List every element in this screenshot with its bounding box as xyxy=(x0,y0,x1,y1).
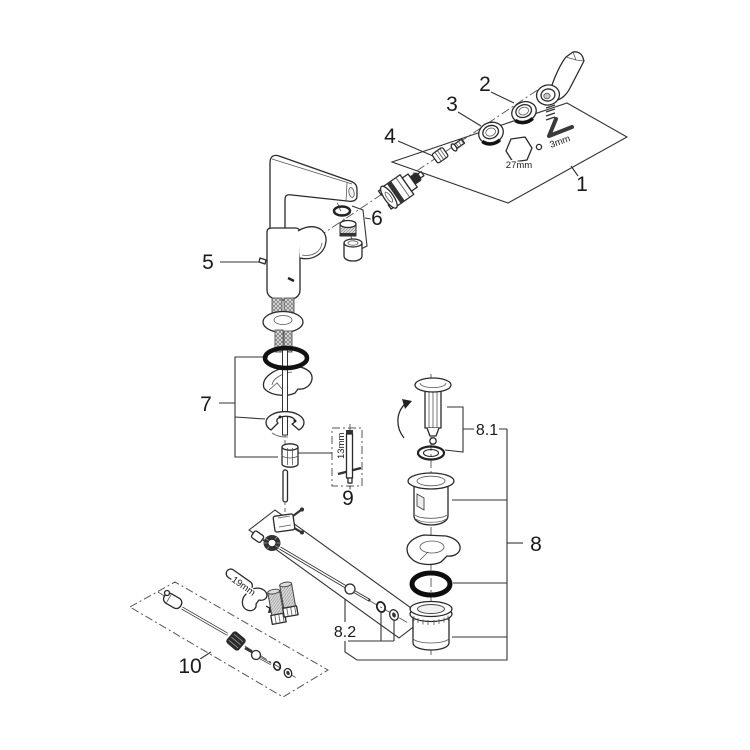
washer-stack xyxy=(226,631,246,651)
handle-lever xyxy=(535,51,585,106)
cartridge-ring-3 xyxy=(478,121,504,146)
hose-wrench xyxy=(225,568,277,613)
socket-tool xyxy=(337,430,362,484)
popup-rod-assembly xyxy=(250,507,400,621)
plug-seal-ring xyxy=(416,445,446,461)
faucet-body xyxy=(258,154,358,301)
aerator-core xyxy=(339,219,357,237)
mounting-kit xyxy=(262,345,313,503)
base-escutcheon xyxy=(262,310,304,334)
callout-4: 4 xyxy=(384,125,396,148)
supply-hoses xyxy=(262,297,304,353)
check-ball xyxy=(535,143,543,151)
drain-wedge xyxy=(406,534,461,566)
fixing-screw xyxy=(450,138,466,152)
group-8-1-bracket xyxy=(444,406,507,453)
callout-6: 6 xyxy=(371,207,383,230)
aerator-sleeve xyxy=(343,238,363,262)
allen-key xyxy=(547,117,574,138)
tool-size-27mm: 27mm xyxy=(506,160,532,171)
group-8-bracket xyxy=(344,429,523,661)
temp-marker xyxy=(287,276,295,283)
hex-nut-27mm xyxy=(505,136,533,163)
service-rod-set xyxy=(162,589,293,679)
rod-o-ring xyxy=(375,601,387,613)
callout-8-1: 8.1 xyxy=(476,422,498,439)
drain-o-ring xyxy=(409,570,453,598)
lever-hub xyxy=(297,226,327,260)
pull-rod-upper xyxy=(282,469,289,503)
cartridge-adapter xyxy=(431,147,449,164)
drain-tailpiece xyxy=(409,600,453,651)
callout-9: 9 xyxy=(342,487,354,510)
popup-knob xyxy=(397,377,452,445)
leader-lines xyxy=(199,91,579,660)
body-pin xyxy=(258,257,267,265)
o-ring xyxy=(262,345,310,371)
rotate-arrow xyxy=(402,399,412,409)
callout-5: 5 xyxy=(202,251,214,274)
group-1-boundary xyxy=(390,102,629,204)
cartridge xyxy=(377,170,425,210)
callout-10: 10 xyxy=(178,655,201,678)
callout-8-2: 8.2 xyxy=(334,624,356,641)
escutcheon-ring-2 xyxy=(511,101,537,125)
callout-7: 7 xyxy=(200,393,212,416)
threaded-stud xyxy=(282,349,288,436)
callout-8: 8 xyxy=(530,533,542,556)
group-10-box xyxy=(128,581,329,698)
callout-3: 3 xyxy=(446,93,458,116)
aerator-o-ring xyxy=(332,205,352,217)
tool-size-13mm: 13mm xyxy=(336,433,347,459)
drain-strainer xyxy=(407,472,455,526)
rod-grommet xyxy=(388,609,400,621)
joint-block xyxy=(272,513,296,533)
mounting-nut xyxy=(281,443,299,468)
callout-1: 1 xyxy=(576,173,588,196)
aerator-parts xyxy=(332,205,363,262)
handle-spring xyxy=(545,104,556,121)
group-7-bracket xyxy=(219,356,278,458)
rod-ball xyxy=(344,583,356,595)
callout-2: 2 xyxy=(479,73,491,96)
hose-end-fittings xyxy=(267,581,299,625)
